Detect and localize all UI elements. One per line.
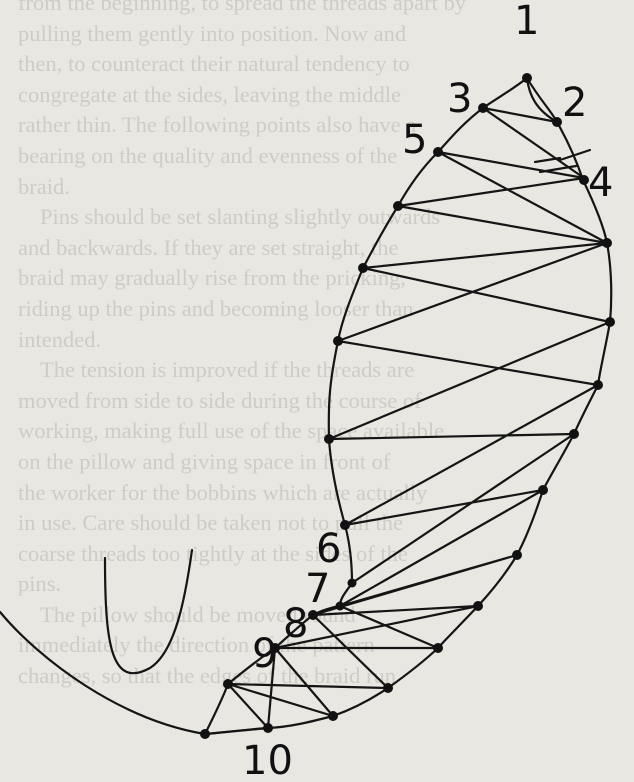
pin-dot <box>223 679 233 689</box>
pin-dot-3 <box>478 103 488 113</box>
pin-dot-1 <box>522 73 532 83</box>
pin-dot <box>333 336 343 346</box>
pin-dot <box>538 485 548 495</box>
pin-label-2: 2 <box>562 80 587 126</box>
pin-dot <box>324 434 334 444</box>
pin-dot-10 <box>263 723 273 733</box>
pin-dot-7 <box>336 602 345 611</box>
pin-dot <box>593 380 603 390</box>
pin-dot <box>383 683 393 693</box>
pin-label-5: 5 <box>402 117 427 163</box>
pin-dot-2 <box>552 117 562 127</box>
pin-label-7: 7 <box>305 566 330 612</box>
pin-4-marks <box>535 150 590 172</box>
left-curve-mid <box>205 684 228 734</box>
pin-dot <box>340 520 350 530</box>
braid-outline <box>228 78 527 684</box>
pin-label-3: 3 <box>447 76 472 122</box>
pin-label-10: 10 <box>242 738 293 782</box>
pin-dot <box>512 550 522 560</box>
pin-label-4: 4 <box>588 160 613 206</box>
pin-dot <box>200 729 210 739</box>
pin-label-8: 8 <box>283 601 308 647</box>
pin-dot <box>473 601 483 611</box>
pin-label-1: 1 <box>514 0 539 44</box>
pin-dot <box>433 643 443 653</box>
pin-dot <box>602 238 612 248</box>
pin-dot <box>328 711 338 721</box>
pin-dot <box>393 201 403 211</box>
pin-dot-6 <box>348 579 357 588</box>
pin-dot <box>605 317 615 327</box>
left-curve-inner <box>105 550 192 673</box>
pin-label-9: 9 <box>252 631 277 677</box>
pin-dot <box>358 263 368 273</box>
pin-dot-5 <box>433 147 443 157</box>
pin-dot <box>569 429 579 439</box>
